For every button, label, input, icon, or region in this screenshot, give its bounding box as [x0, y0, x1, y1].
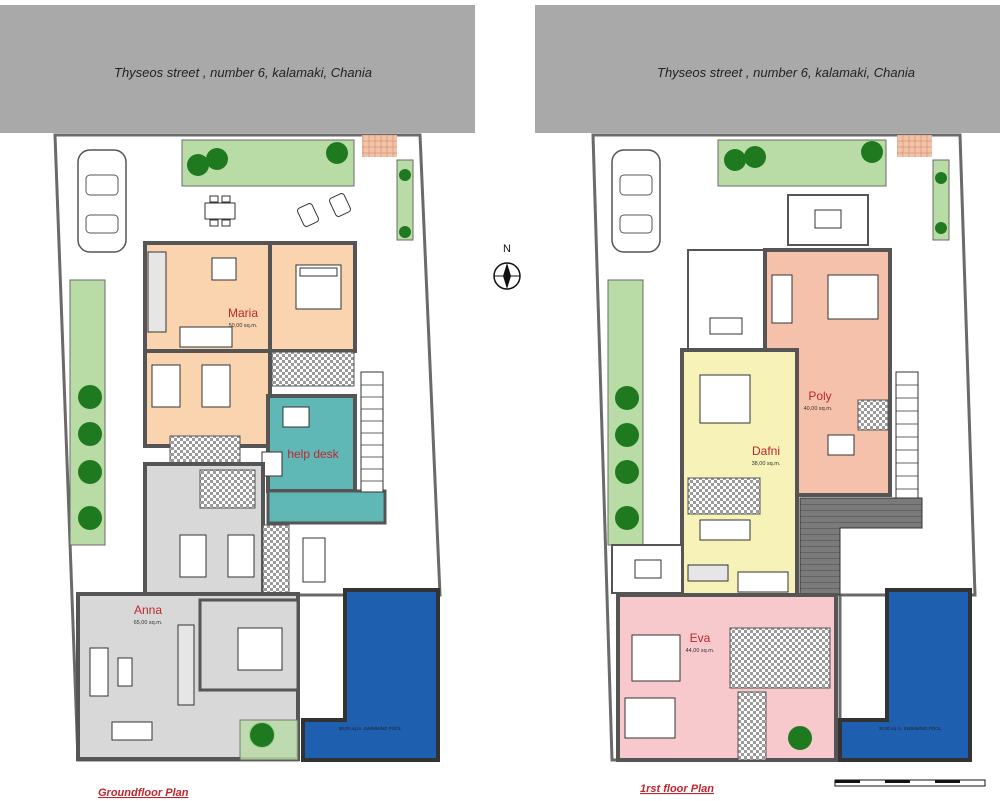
tree-icon: [78, 506, 102, 530]
double-bed-icon: [827, 274, 879, 320]
double-bed-icon: [295, 264, 342, 310]
north-compass-icon: N: [493, 243, 521, 290]
staircase: [360, 371, 384, 493]
plan-title-groundfloor: Groundfloor Plan: [98, 787, 189, 799]
room-area-maria: 50,00 sq.m.: [229, 323, 258, 329]
room-help-desk: help desk: [261, 394, 387, 525]
tree-icon: [399, 169, 411, 181]
room-label-anna: Anna: [134, 603, 162, 617]
groundfloor-plan: Thyseos street , number 6, kalamaki, Cha…: [0, 5, 475, 799]
patio-table-icon: [814, 209, 842, 229]
dining-table-icon: [827, 434, 855, 456]
wardrobe: [771, 274, 793, 324]
stair-treads: [361, 384, 383, 482]
street-label-left: Thyseos street , number 6, kalamaki, Cha…: [114, 65, 372, 80]
tree-icon: [78, 385, 102, 409]
kitchen-counter: [177, 624, 195, 706]
plan-title-firstfloor: 1rst floor Plan: [640, 783, 714, 795]
garden-strip-right-left: [396, 159, 414, 241]
tree-icon: [206, 148, 228, 170]
coffee-table-icon: [117, 657, 133, 687]
tree-icon: [78, 422, 102, 446]
room-dafni: Dafni 38,00 sq.m.: [680, 348, 799, 597]
lounge-chairs-icon: [297, 193, 351, 227]
garden-side-left: [69, 279, 106, 546]
room-anna: Anna 65,00 sq.m.: [76, 592, 300, 761]
bathroom-tiles: [857, 399, 889, 431]
room-label-poly: Poly: [808, 389, 831, 403]
balcony-left: [687, 249, 767, 351]
patio-table-icon: [204, 195, 236, 227]
garden-side-right: [607, 279, 644, 546]
swimming-pool-left: 30,00 sq.m. SWIMMING POOL: [301, 588, 440, 762]
room-area-eva: 44,00 sq.m.: [686, 648, 715, 654]
tree-icon: [78, 460, 102, 484]
double-bed-icon: [237, 627, 283, 671]
street-block-right: [535, 5, 1000, 133]
pool-label-left: 30,00 sq.m. SWIMMING POOL: [339, 726, 402, 731]
tree-icon: [724, 149, 746, 171]
street-block-left: [0, 5, 475, 133]
tree-icon: [861, 141, 883, 163]
stair-treads: [896, 384, 918, 490]
tree-icon: [615, 506, 639, 530]
tree-icon: [326, 142, 348, 164]
bathroom-tiles: [271, 351, 355, 387]
scale-bar: [834, 779, 986, 787]
tree-icon: [935, 222, 947, 234]
room-service-grey: [143, 462, 290, 596]
double-bed-icon: [699, 374, 751, 424]
room-maria: Maria 50,00 sq.m.: [143, 241, 357, 465]
dining-table-icon: [699, 519, 751, 541]
dining-table-icon: [111, 721, 153, 741]
bathroom-tiles: [169, 435, 241, 465]
sofa-icon: [624, 697, 676, 739]
stair-landing: [737, 691, 767, 761]
double-bed-icon: [631, 634, 681, 682]
patio-table-icon: [709, 317, 743, 335]
sofa-icon: [179, 326, 233, 348]
outdoor-table-icon: [302, 537, 326, 583]
room-label-eva: Eva: [690, 631, 711, 645]
patio-table-icon: [634, 559, 662, 579]
room-area-dafni: 38,00 sq.m.: [752, 461, 781, 467]
room-label-maria: Maria: [228, 306, 258, 320]
parked-car-icon: [611, 149, 661, 253]
room-area-poly: 40,00 sq.m.: [804, 406, 833, 412]
pool-label-right: 30,00 sq.m. SWIMMING POOL: [879, 726, 942, 731]
sofa-icon: [737, 571, 789, 593]
tree-icon: [615, 423, 639, 447]
tree-icon: [744, 146, 766, 168]
room-label-dafni: Dafni: [752, 444, 780, 458]
brick-corner-left: [362, 135, 397, 157]
room-area-anna: 65,00 sq.m.: [134, 620, 163, 626]
street-label-right: Thyseos street , number 6, kalamaki, Cha…: [657, 65, 915, 80]
tree-icon: [187, 154, 209, 176]
sofa-icon: [89, 647, 109, 697]
room-label-help-desk: help desk: [287, 447, 339, 461]
compass-label: N: [503, 243, 511, 255]
dining-table-icon: [211, 257, 237, 281]
kitchen-counter: [687, 564, 729, 582]
tree-icon: [250, 723, 274, 747]
bathroom-tiles: [687, 477, 761, 515]
swimming-pool-right: 30,00 sq.m. SWIMMING POOL: [838, 588, 972, 762]
tree-icon: [788, 726, 812, 750]
tree-icon: [615, 386, 639, 410]
twin-beds-icon: [151, 364, 231, 408]
tree-icon: [935, 172, 947, 184]
tree-icon: [615, 460, 639, 484]
parked-car-icon: [77, 149, 127, 253]
bathroom-tiles: [729, 627, 831, 689]
tree-icon: [399, 226, 411, 238]
brick-corner-right: [897, 135, 932, 157]
firstfloor-plan: Thyseos street , number 6, kalamaki, Cha…: [535, 5, 1000, 795]
